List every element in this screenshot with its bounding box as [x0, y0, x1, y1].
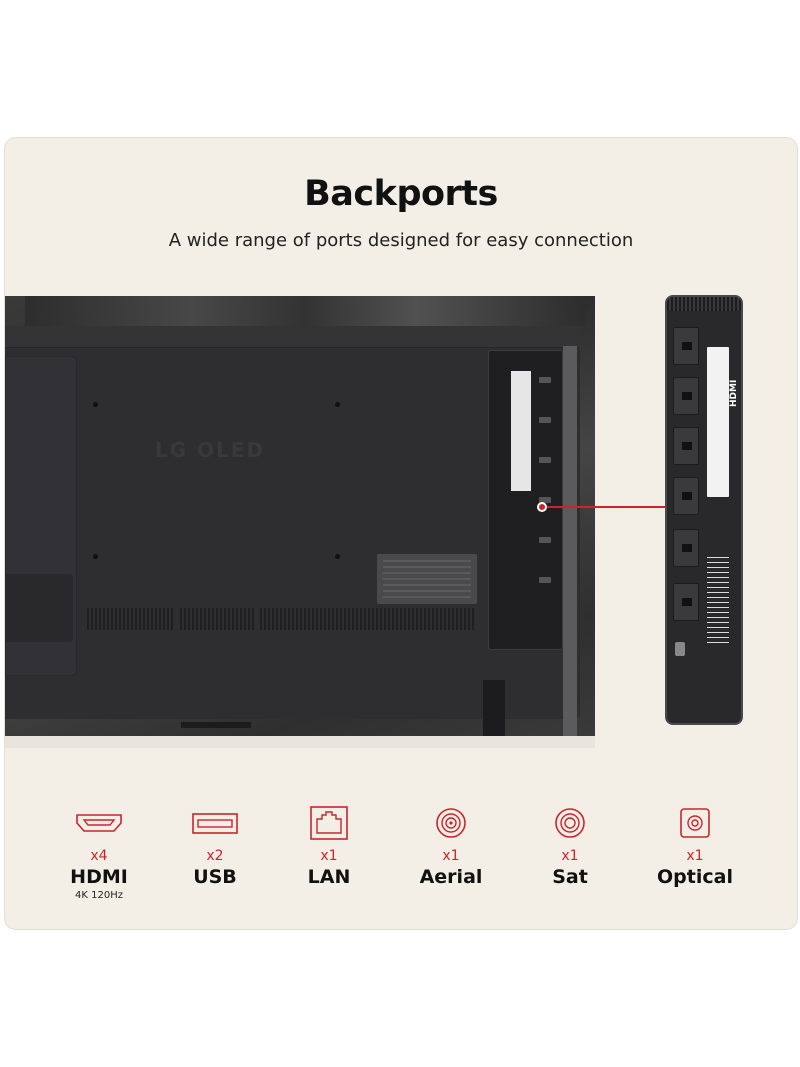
port-aerial: x1 Aerial	[391, 806, 511, 888]
vent-grille	[260, 608, 475, 630]
zoom-port	[673, 377, 699, 415]
optical-count: x1	[686, 848, 704, 864]
zoom-port	[673, 327, 699, 365]
port-hole	[539, 537, 551, 543]
lan-count: x1	[320, 848, 338, 864]
hdmi-icon	[76, 814, 122, 832]
port-hole	[539, 497, 551, 503]
optical-icon	[680, 808, 710, 838]
zoom-port	[673, 477, 699, 515]
page-subtitle: A wide range of ports designed for easy …	[168, 230, 634, 251]
mount-screw	[93, 554, 98, 559]
page-title: Backports	[304, 174, 498, 214]
tv-foot	[181, 722, 251, 728]
zoom-port	[673, 583, 699, 621]
floor	[5, 736, 595, 748]
vent-grille	[180, 608, 256, 630]
port-hdmi: x4 HDMI 4K 120Hz	[39, 806, 159, 901]
port-sat: x1 Sat	[510, 806, 630, 888]
marble-wall	[25, 296, 585, 326]
zoom-vent	[667, 297, 741, 311]
port-zoom-detail: HDMI	[665, 295, 743, 725]
backports-card: Backports A wide range of ports designed…	[4, 137, 798, 930]
aerial-icon	[436, 808, 466, 838]
port-hole	[539, 457, 551, 463]
stand-rail	[563, 346, 577, 736]
zoom-spec-label	[707, 557, 729, 647]
ports-row: x4 HDMI 4K 120Hz x2 USB x1 LAN	[5, 806, 797, 916]
mount-screw	[335, 554, 340, 559]
tv-logo: LG OLED	[155, 438, 266, 462]
tv-power-socket	[5, 574, 73, 642]
mount-screw	[335, 402, 340, 407]
mount-screw	[93, 402, 98, 407]
sat-icon	[555, 808, 585, 838]
port-hole	[539, 417, 551, 423]
optical-label: Optical	[657, 866, 733, 888]
lan-label: LAN	[307, 866, 351, 888]
aerial-label: Aerial	[419, 866, 483, 888]
port-label-strip	[511, 371, 531, 491]
port-hole	[539, 577, 551, 583]
port-column	[488, 350, 563, 650]
hdmi-note: 4K 120Hz	[75, 890, 123, 901]
hdmi-count: x4	[90, 848, 108, 864]
sat-label: Sat	[552, 866, 588, 888]
rating-label	[377, 554, 477, 604]
zoom-port	[673, 427, 699, 465]
hdmi-label: HDMI	[70, 866, 128, 888]
callout-dot	[537, 502, 547, 512]
vent-grille	[87, 608, 175, 630]
lan-icon	[310, 806, 348, 840]
zoom-port	[673, 529, 699, 567]
usb-icon	[192, 813, 238, 834]
aerial-count: x1	[442, 848, 460, 864]
port-optical: x1 Optical	[635, 806, 755, 888]
zoom-port-label	[707, 347, 729, 497]
callout-line	[542, 506, 667, 508]
port-lan: x1 LAN	[269, 806, 389, 888]
zoom-coax-port	[675, 642, 685, 656]
tv-rear-panel: LG OLED	[5, 326, 580, 736]
zoom-hdmi-badge: HDMI	[729, 379, 739, 407]
port-hole	[539, 377, 551, 383]
tv-top-strip	[5, 326, 580, 348]
usb-count: x2	[206, 848, 224, 864]
port-usb: x2 USB	[155, 806, 275, 888]
sat-count: x1	[561, 848, 579, 864]
usb-label: USB	[193, 866, 237, 888]
tv-back-photo: LG OLED	[5, 296, 595, 748]
